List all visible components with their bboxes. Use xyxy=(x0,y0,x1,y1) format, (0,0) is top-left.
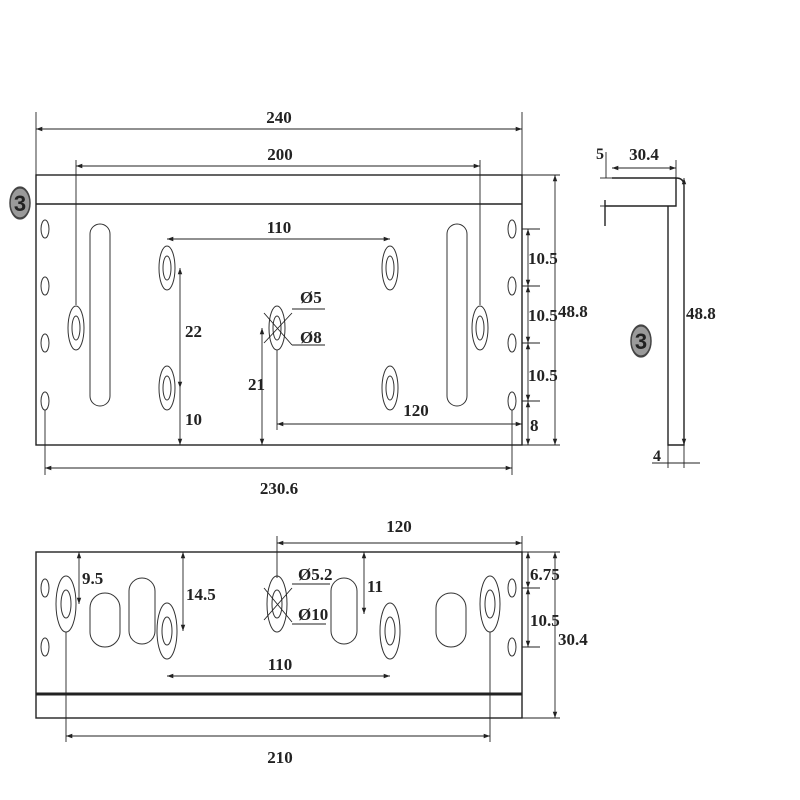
top-right-slot xyxy=(446,223,468,407)
callout-bottom-small-diameter: Ø5.2 xyxy=(298,565,332,584)
part-number-left: 3 xyxy=(14,191,26,216)
dim-edge-hole-span: 230.6 xyxy=(260,479,298,498)
part-number-badge-side: 3 xyxy=(630,324,652,358)
top-plate-outline xyxy=(35,174,523,446)
dim-hole-vertical-gap: 22 xyxy=(185,322,202,341)
dim-inner-hole-span: 110 xyxy=(267,218,292,237)
top-countersunk-holes xyxy=(67,245,489,411)
dim-edge-hole-gap-3: 10.5 xyxy=(528,366,558,385)
bottom-dimension-lines xyxy=(65,536,560,742)
top-view: 240 200 110 22 10 21 120 10.5 10.5 10.5 … xyxy=(9,108,588,498)
bottom-plate-outline xyxy=(35,551,523,719)
dim-hole-bottom-offset: 10 xyxy=(185,410,202,429)
dim-edge-hole-top: 6.75 xyxy=(530,565,560,584)
dim-side-flange-width: 30.4 xyxy=(629,145,659,164)
dim-top-height: 48.8 xyxy=(558,302,588,321)
dim-side-lip: 5 xyxy=(596,146,604,163)
dim-bottom-height: 30.4 xyxy=(558,630,588,649)
side-view: 5 30.4 48.8 4 3 xyxy=(596,145,716,468)
dim-edge-hole-gap-1: 10.5 xyxy=(528,249,558,268)
top-left-slot xyxy=(89,223,111,407)
dim-outer-hole-span: 200 xyxy=(267,145,293,164)
top-right-edge-holes xyxy=(507,219,517,411)
part-number-side: 3 xyxy=(635,329,647,354)
dim-overall-length: 240 xyxy=(266,108,292,127)
bottom-edge-holes xyxy=(40,578,517,657)
dim-edge-hole-gap-2: 10.5 xyxy=(528,306,558,325)
dim-bottom-inner-hole-span: 110 xyxy=(268,655,293,674)
side-dimension-lines xyxy=(600,152,700,468)
dim-edge-hole-bottom: 8 xyxy=(530,416,539,435)
part-number-badge-left: 3 xyxy=(9,186,31,220)
dim-center-hole-height: 21 xyxy=(248,375,265,394)
dim-center-drop: 11 xyxy=(367,577,383,596)
dim-bottom-edge-hole-gap: 10.5 xyxy=(530,611,560,630)
bottom-diameter-leaders xyxy=(263,583,330,625)
dim-left-hole-offset: 9.5 xyxy=(82,569,103,588)
callout-bottom-large-diameter: Ø10 xyxy=(298,605,328,624)
top-left-edge-holes xyxy=(40,219,50,411)
dim-bottom-outer-hole-span: 210 xyxy=(267,748,293,767)
top-dimension-lines xyxy=(35,112,560,475)
callout-small-diameter: Ø5 xyxy=(300,288,322,307)
dim-bottom-center-to-edge: 120 xyxy=(386,517,412,536)
bottom-countersunk-holes xyxy=(55,575,501,660)
dim-hole-drop: 14.5 xyxy=(186,585,216,604)
dim-side-thickness: 4 xyxy=(653,448,661,465)
bottom-view: 120 9.5 14.5 11 6.75 10.5 30.4 110 210 Ø… xyxy=(35,517,588,767)
dim-side-height: 48.8 xyxy=(686,304,716,323)
top-diameter-leaders xyxy=(263,308,325,346)
callout-large-diameter: Ø8 xyxy=(300,328,322,347)
bottom-oval-holes xyxy=(89,577,467,648)
dim-center-to-edge: 120 xyxy=(403,401,429,420)
side-profile-outer xyxy=(605,177,685,446)
